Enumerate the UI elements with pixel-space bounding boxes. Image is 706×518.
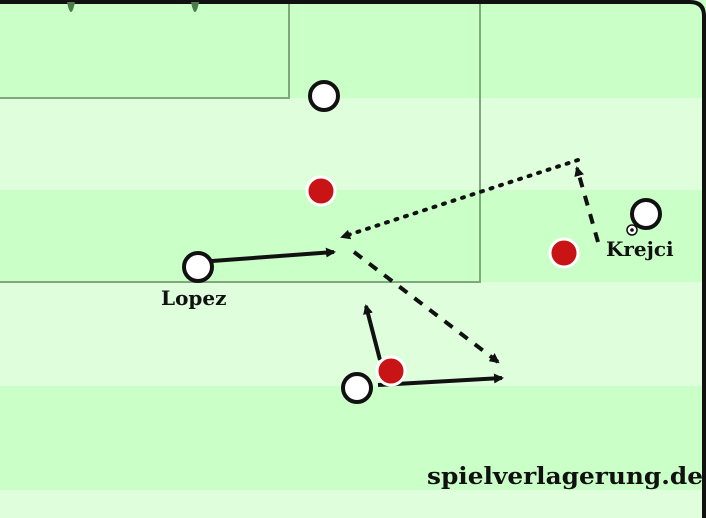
goal-area [0,0,290,99]
stripe [0,0,706,98]
bottom-run-up-arrow [363,304,382,361]
player-red-right[interactable] [548,237,580,269]
field-lines [0,0,481,283]
player-red-center[interactable] [305,175,337,207]
ball-icon [626,224,638,236]
player-label-lopez: Lopez [161,286,226,310]
stripe [0,282,706,386]
krejci-run-up-arrow [574,166,600,243]
goal-post-mark-right [191,2,199,12]
player-white-bottom[interactable] [341,372,373,404]
goal-post-mark-left [67,2,75,12]
stripe [0,490,706,518]
penalty-area [0,0,481,283]
player-white-krejci[interactable] [630,198,662,230]
player-white-lopez[interactable] [182,251,214,283]
pass-across-arrow [340,158,580,240]
player-white-top[interactable] [308,80,340,112]
player-label-krejci: Krejci [606,237,674,261]
players [182,80,662,404]
stripe [0,190,706,282]
stripe [0,98,706,190]
player-red-bottom[interactable] [375,355,407,387]
movement-arrows [211,158,600,387]
watermark: spielverlagerung.de [427,463,703,490]
lopez-run-arrow [211,247,336,263]
